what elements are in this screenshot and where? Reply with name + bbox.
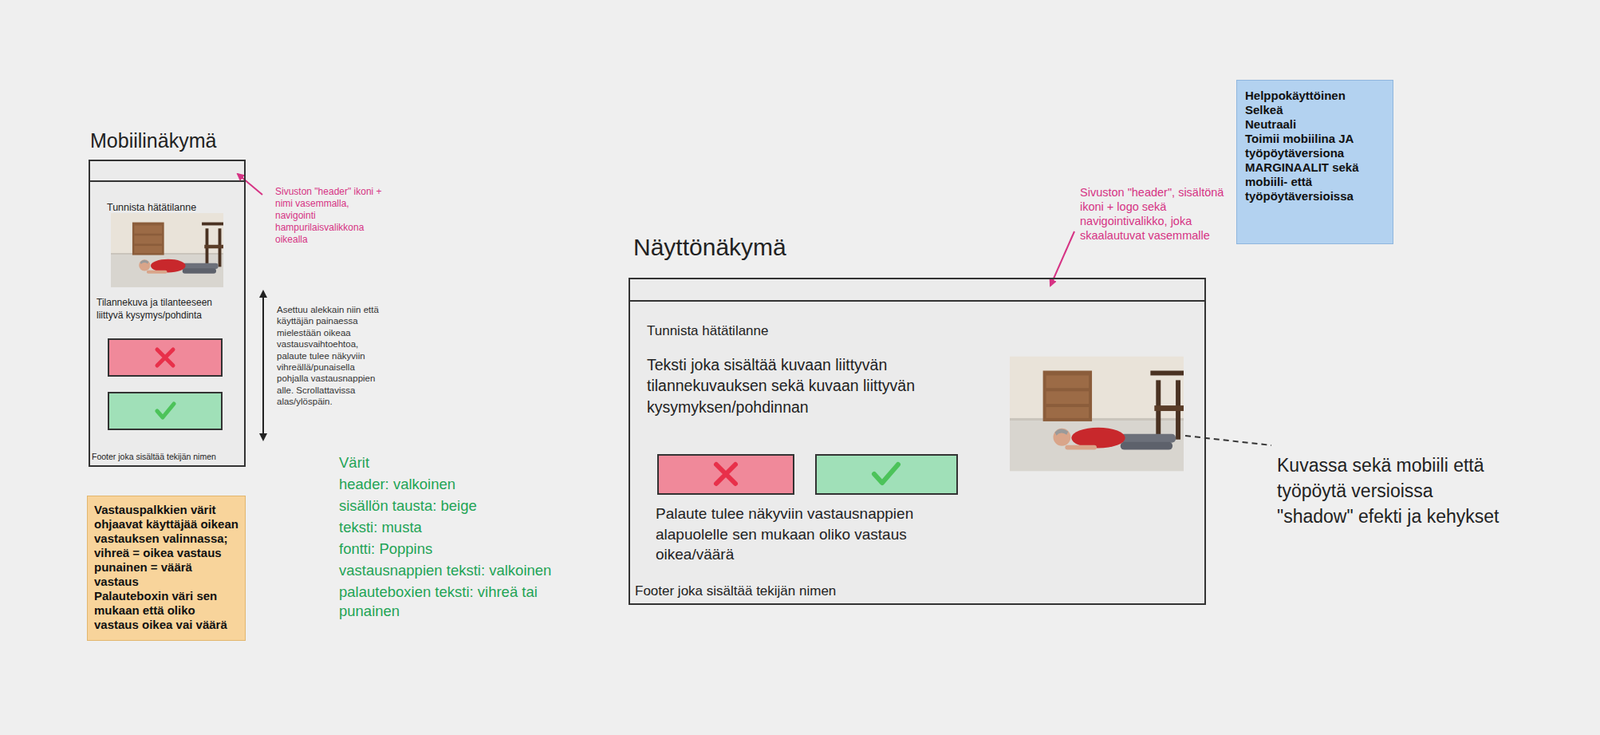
- note-line: Selkeä: [1245, 102, 1385, 118]
- color-heading: Värit: [338, 453, 595, 473]
- device-frame: Tunnista hätätilanneTilannekuva ja tilan…: [88, 159, 246, 467]
- page-heading: Tunnista hätätilanne: [106, 200, 239, 214]
- footer-text: Footer joka sisältää tekijän nimen: [91, 451, 243, 463]
- right-answer-button: [108, 392, 222, 430]
- color-spec: fontti: Poppins: [338, 539, 595, 559]
- note-line: Neutraali: [1245, 117, 1385, 132]
- color-spec: palauteboxien teksti: vihreä tai punaine…: [338, 582, 595, 621]
- wireframe-view: Tunnista hätätilanneTeksti joka sisältää…: [628, 231, 1206, 605]
- view-title: Mobiilinäkymä: [90, 127, 217, 154]
- scenario-photo: [110, 212, 224, 288]
- check-icon: [157, 403, 174, 418]
- mobile-wireframe: [88, 159, 246, 467]
- right-answer-button: [815, 454, 958, 494]
- scenario-photo: [1009, 356, 1184, 472]
- color-spec: header: valkoinen: [338, 474, 595, 494]
- annotation: Asettuu alekkain niin että käyttäjän pai…: [276, 303, 383, 407]
- note-line: Vastauspalkkien värit ohjaavat käyttäjää…: [94, 502, 239, 546]
- header-bar-line: [89, 180, 245, 182]
- view-title: Näyttönäkymä: [633, 231, 787, 263]
- leader-arrow: [237, 173, 263, 195]
- device-frame: Tunnista hätätilanneTeksti joka sisältää…: [628, 277, 1206, 605]
- header-bar-line: [629, 299, 1206, 302]
- sticky-note: HelppokäyttöinenSelkeäNeutraaliToimii mo…: [1236, 79, 1394, 245]
- page-heading: Tunnista hätätilanne: [646, 322, 887, 340]
- note-line: Toimii mobiilina JA työpöytäversiona: [1245, 131, 1385, 161]
- sticky-note: Vastauspalkkien värit ohjaavat käyttäjää…: [86, 495, 246, 641]
- color-spec: teksti: musta: [338, 517, 595, 537]
- wireframe-view: Tunnista hätätilanneTilannekuva ja tilan…: [88, 127, 246, 467]
- check-icon: [874, 464, 899, 483]
- wrong-answer-button: [658, 454, 794, 494]
- note-line: vihreä = oikea vastaus: [94, 545, 239, 560]
- note-line: punainen = väärä vastaus: [94, 559, 239, 589]
- annotation: Sivuston "header", sisältönä ikoni + log…: [1079, 185, 1244, 244]
- color-spec: vastausnappien teksti: valkoinen: [338, 560, 595, 580]
- cross-icon: [157, 349, 174, 366]
- desktop-wireframe: [628, 277, 1206, 605]
- cross-icon: [716, 464, 736, 484]
- note-line: MARGINAALIT sekä mobiili- että työpöytäv…: [1245, 160, 1385, 204]
- scroll-arrow: [262, 291, 265, 440]
- mobile-frame-fill: [88, 159, 246, 467]
- content-text: Tilannekuva ja tilanteeseen liittyvä kys…: [96, 296, 239, 322]
- wrong-answer-button: [108, 338, 222, 376]
- feedback-text: Palaute tulee näkyviin vastausnappien al…: [655, 503, 967, 565]
- note-line: Helppokäyttöinen: [1245, 88, 1385, 103]
- footer-text: Footer joka sisältää tekijän nimen: [634, 582, 1114, 600]
- annotation: Sivuston "header" ikoni + nimi vasemmall…: [275, 185, 389, 246]
- note-line: Palauteboxin väri sen mukaan että oliko …: [94, 588, 239, 632]
- color-spec: sisällön tausta: beige: [338, 496, 595, 516]
- desktop-frame-fill: [628, 277, 1206, 605]
- dashed-leader: [1185, 435, 1272, 446]
- annotation: Kuvassa sekä mobiili että työpöytä versi…: [1276, 452, 1502, 530]
- content-text: Teksti joka sisältää kuvaan liittyvän ti…: [646, 354, 982, 418]
